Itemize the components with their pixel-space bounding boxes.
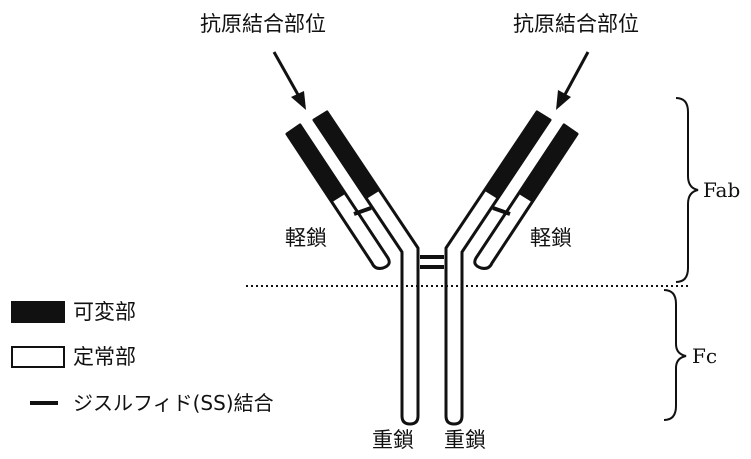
fab-brace	[675, 97, 699, 283]
heavy-chain-label-left: 重鎖	[372, 428, 414, 452]
heavy-chain-right	[444, 110, 552, 426]
disulfide-bond-right	[492, 206, 511, 216]
legend-variable-label: 可変部	[73, 300, 136, 324]
light-chain-label-right: 軽鎖	[530, 226, 572, 250]
fc-brace	[663, 289, 687, 421]
antigen-binding-site-label-left: 抗原結合部位	[200, 12, 326, 36]
heavy-chain-label-right: 重鎖	[444, 428, 486, 452]
legend-disulfide-label: ジスルフィド(SS)結合	[73, 391, 274, 415]
heavy-chain-right-variable	[483, 110, 552, 200]
legend-constant-swatch	[11, 346, 65, 368]
disulfide-bond-left	[353, 206, 372, 216]
legend-constant-label: 定常部	[73, 345, 136, 369]
fc-label: Fc	[692, 344, 718, 368]
light-chain-right-variable	[517, 123, 579, 203]
legend-variable-swatch	[11, 301, 65, 323]
heavy-chain-left	[312, 110, 420, 426]
fab-label: Fab	[703, 178, 741, 202]
antigen-binding-site-label-right: 抗原結合部位	[513, 12, 639, 36]
arrow-left	[272, 51, 306, 110]
light-chain-label-left: 軽鎖	[285, 226, 327, 250]
light-chain-left-variable	[285, 123, 347, 203]
heavy-chain-left-variable	[312, 110, 381, 200]
arrow-right	[556, 51, 590, 110]
